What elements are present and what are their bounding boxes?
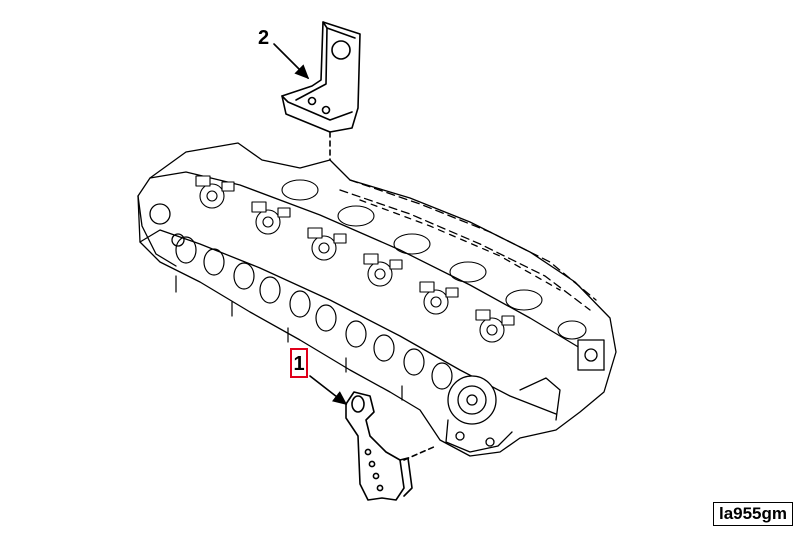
valve-train-clusters [195,175,587,343]
front-housing [445,339,605,453]
drawing-reference-code: la955gm [713,502,793,526]
callout-1-leader [309,375,348,405]
callout-number-2: 2 [258,27,270,49]
bracket-2 [281,21,361,161]
cylinder-head [137,142,617,457]
port-openings [175,236,453,401]
bracket-1 [345,391,437,501]
callout-2-leader [273,43,310,80]
callout-number-1[interactable]: 1 [290,348,308,378]
